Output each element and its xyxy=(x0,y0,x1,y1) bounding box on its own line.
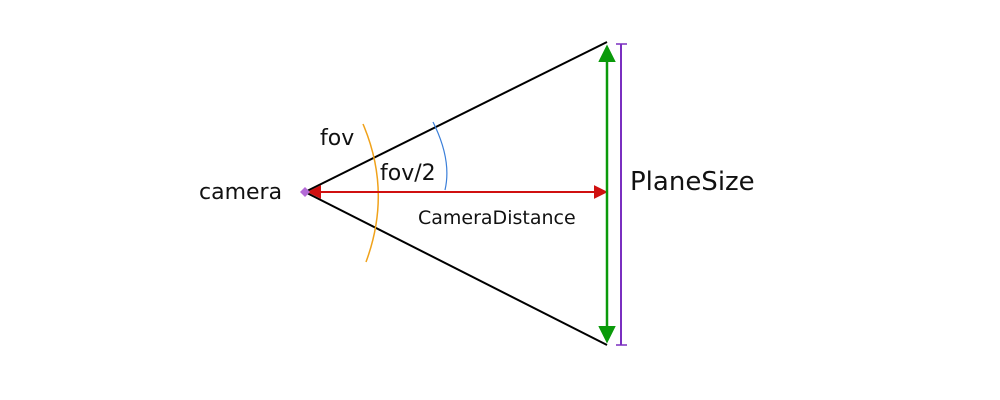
camera-distance-label: CameraDistance xyxy=(418,207,576,229)
half-fov-label: fov/2 xyxy=(380,161,436,186)
camera-point xyxy=(300,187,310,197)
frustum-bottom-edge xyxy=(304,191,608,346)
plane-size-bracket xyxy=(616,43,627,346)
half-fov-arc xyxy=(432,121,448,191)
fov-label: fov xyxy=(320,126,354,151)
plane-size-label: PlaneSize xyxy=(630,167,755,197)
frustum-top-edge xyxy=(304,41,608,193)
camera-label: camera xyxy=(199,180,282,205)
